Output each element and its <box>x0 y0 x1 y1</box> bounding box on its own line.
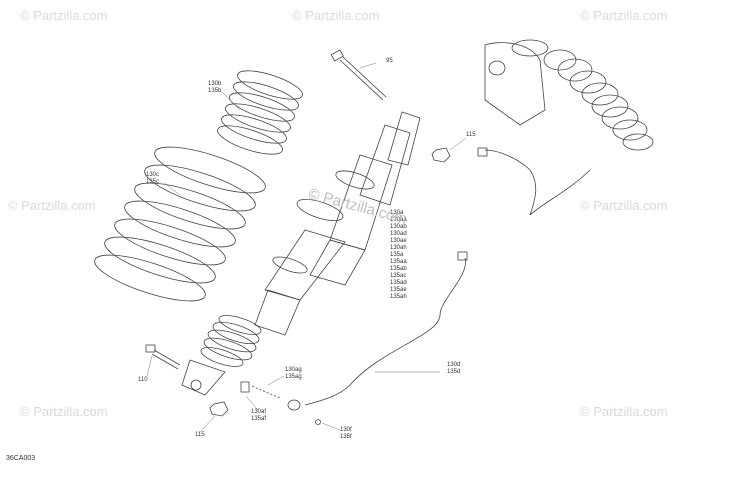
watermark: © Partzilla.com <box>580 198 668 213</box>
watermark: © Partzilla.com <box>580 8 668 23</box>
label-130f: 130f 135f <box>340 427 352 440</box>
assembled-shock <box>477 39 654 216</box>
bolt-110 <box>145 344 181 370</box>
cable-connector <box>457 251 468 261</box>
nut-115-upper <box>431 147 451 163</box>
nut-115-lower <box>209 401 229 417</box>
label-130af: 130af 135af <box>251 409 267 422</box>
sensor-cable <box>304 257 466 406</box>
drawing-code: 36CA003 <box>6 455 36 462</box>
watermark: © Partzilla.com <box>580 404 668 419</box>
watermark: © Partzilla.com <box>8 198 96 213</box>
bolt-95 <box>330 49 387 101</box>
label-130ag: 130ag 135ag <box>285 367 302 380</box>
label-130b: 130b 135b <box>208 81 222 94</box>
label-130-list: 130a 130aa 130ab 130ad 130ae 130ah 135a … <box>390 210 407 300</box>
bellows <box>181 315 262 396</box>
label-115-lower: 115 <box>195 432 205 438</box>
lower-spring <box>94 146 266 302</box>
label-130d: 130d 135d <box>447 362 461 375</box>
shock-absorber <box>254 111 421 336</box>
upper-spring <box>217 70 303 155</box>
fittings <box>240 381 321 425</box>
label-110: 110 <box>138 377 148 383</box>
watermark: © Partzilla.com <box>20 404 108 419</box>
leader-lines <box>146 62 467 433</box>
watermark: © Partzilla.com <box>292 8 380 23</box>
label-130c: 130c 135c <box>146 172 160 185</box>
watermark: © Partzilla.com <box>20 8 108 23</box>
label-95: 95 <box>386 58 393 64</box>
label-115-upper: 115 <box>466 132 476 138</box>
